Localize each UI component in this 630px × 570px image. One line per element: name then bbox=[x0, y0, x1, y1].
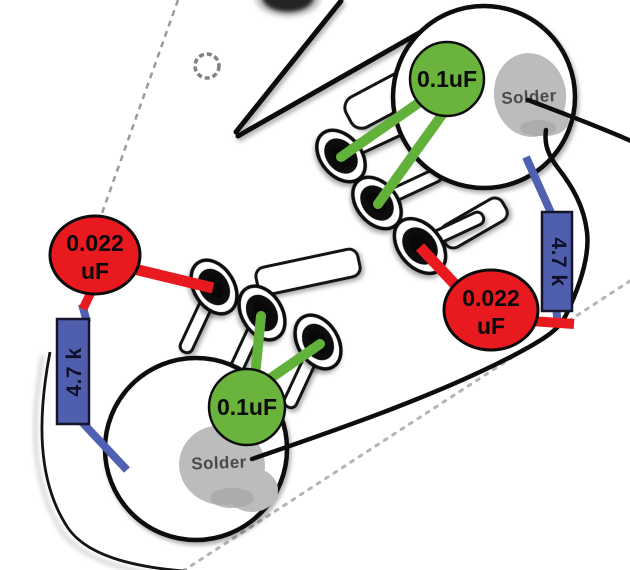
right-resistor-lead-top bbox=[522, 155, 556, 217]
capacitor-0.1uf-top: 0.1uF bbox=[408, 40, 486, 118]
cap-top-label: 0.1uF bbox=[417, 66, 477, 92]
output-wire-top bbox=[525, 97, 630, 144]
green-wire-top-1 bbox=[336, 90, 435, 162]
right-resistor-label: 4.7 k bbox=[547, 237, 570, 286]
red-bar-right bbox=[530, 316, 575, 329]
capacitor-0.022uf-left: 0.022 uF bbox=[48, 214, 142, 296]
left-resistor-4.7k: 4.7 k bbox=[55, 317, 91, 426]
green-wire-bottom-1 bbox=[250, 311, 266, 381]
top-solder-label: Solder bbox=[501, 86, 557, 108]
top-solder-pad: Solder bbox=[493, 53, 569, 137]
pickguard-corner-outline bbox=[40, 351, 189, 570]
red-wire-left bbox=[128, 262, 215, 294]
left-resistor-lead-bottom bbox=[77, 417, 130, 473]
screw-hole bbox=[193, 52, 221, 80]
pickguard-dashed-edge-top-left bbox=[99, 0, 180, 217]
left-resistor-label: 4.7 k bbox=[63, 347, 86, 396]
bottom-pot-bracket bbox=[254, 247, 362, 297]
cap-left-label-line2: uF bbox=[81, 258, 109, 284]
green-wire-bottom-2 bbox=[263, 339, 325, 385]
bottom-pot-lug-1 bbox=[189, 258, 239, 316]
green-wire-top-2 bbox=[373, 107, 449, 209]
capacitor-0.022uf-right: 0.022 uF bbox=[442, 268, 540, 352]
bottom-solder-label: Solder bbox=[191, 453, 247, 474]
cavity-wedge-lines bbox=[233, 0, 429, 139]
left-resistor-body bbox=[55, 317, 91, 426]
pickguard-corner-shadow bbox=[33, 354, 143, 570]
cap-right-label-line1: 0.022 bbox=[462, 285, 520, 311]
cap-right-label-line2: uF bbox=[477, 313, 505, 339]
top-shadow-blob bbox=[255, 0, 321, 17]
cap-bottom-label: 0.1uF bbox=[217, 394, 277, 420]
right-resistor-body bbox=[540, 210, 574, 313]
right-resistor-4.7k: 4.7 k bbox=[540, 210, 574, 313]
cap-left-label-line1: 0.022 bbox=[66, 230, 124, 256]
capacitor-0.1uf-bottom: 0.1uF bbox=[207, 367, 287, 447]
